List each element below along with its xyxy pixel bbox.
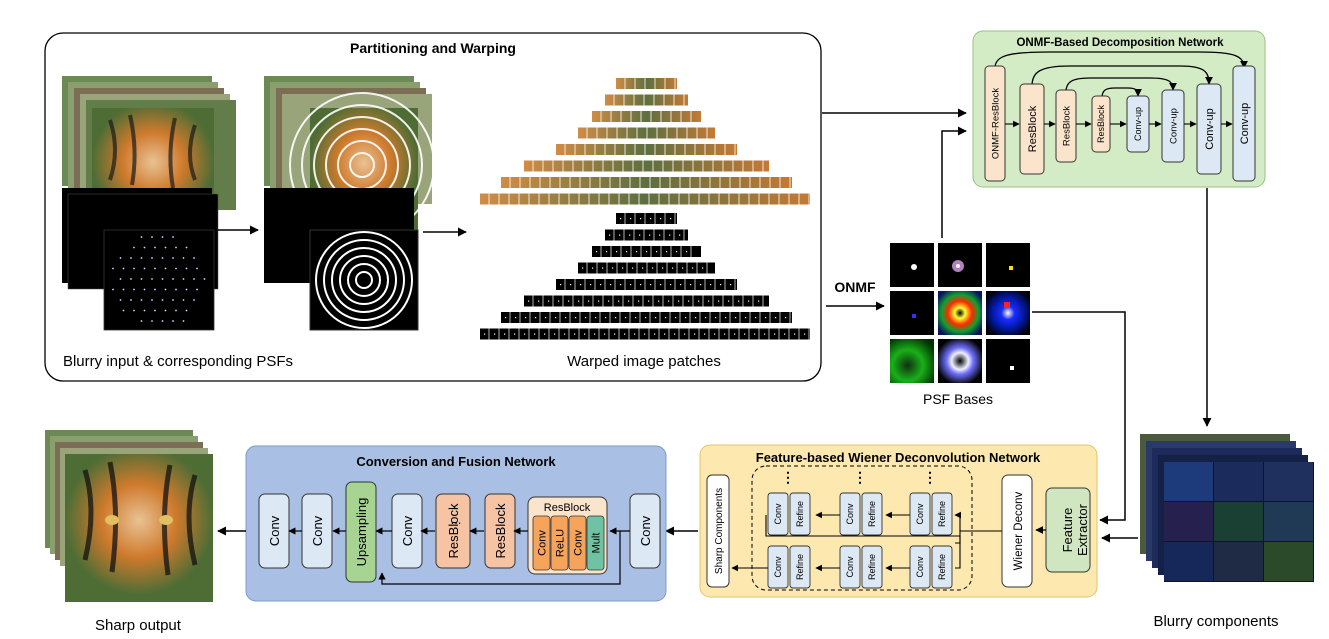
fusion-ellipsis: ... <box>451 512 462 527</box>
psf-bases-grid <box>890 243 1030 383</box>
fusion-block-label-5: ResBlock <box>446 503 461 558</box>
onmf-block-label-8: Conv-up <box>1239 103 1251 145</box>
wiener-refine-label: Refine <box>795 554 805 580</box>
feature-extractor-line2: Extractor <box>1075 503 1090 556</box>
onmf-block-label-6: Conv-up <box>1168 108 1179 144</box>
wiener-deconv-label: Wiener Deconv <box>1013 491 1025 570</box>
wiener-conv-label: Conv <box>845 556 855 578</box>
onmf-network-title: ONMF-Based Decomposition Network <box>1016 37 1224 49</box>
wiener-refine-label: Refine <box>937 554 947 580</box>
sharp-components-label: Sharp Components <box>714 488 725 574</box>
onmf-network-panel <box>972 30 1266 188</box>
onmf-label: ONMF <box>834 279 876 295</box>
wiener-refine-block <box>789 545 811 589</box>
wiener-conv-block <box>909 545 931 589</box>
wiener-conv-block <box>909 492 931 536</box>
resblock-item-label-4: Mult <box>591 533 603 554</box>
resblock-item-label-1: Conv <box>537 530 549 556</box>
warping-stack <box>264 76 435 331</box>
wiener-refine-label: Refine <box>795 501 805 527</box>
wiener-refine-label: Refine <box>867 501 877 527</box>
resblock-item-label-3: Conv <box>573 530 585 556</box>
wiener-refine-block <box>931 545 953 589</box>
wiener-conv-label: Conv <box>773 503 783 525</box>
sharp-components-block <box>706 474 730 588</box>
onmf-block-label-7: Conv-up <box>1204 108 1216 150</box>
feature-extractor-line1: Feature <box>1060 508 1075 553</box>
onmf-block-7 <box>1196 83 1222 175</box>
caption-warped-patches: Warped image patches <box>567 353 721 370</box>
fusion-conv-last-label: Conv <box>638 515 653 546</box>
onmf-block-label-5: Conv-up <box>1133 107 1143 141</box>
fusion-block-label-6: ResBlock <box>493 503 508 558</box>
wiener-conv-block <box>767 545 789 589</box>
onmf-block-2 <box>1019 83 1045 175</box>
wiener-conv-block <box>839 492 861 536</box>
warped-psf-strips <box>480 213 810 340</box>
psf-bases-label: PSF Bases <box>923 391 993 407</box>
resblock-item-4 <box>586 515 605 571</box>
resblock-detail-title: ResBlock <box>544 502 591 514</box>
fusion-block-label-1: Conv <box>267 515 282 546</box>
wiener-dots: ⋮ <box>781 469 795 485</box>
blurry-components-stack <box>1140 434 1314 582</box>
wiener-network-title: Feature-based Wiener Deconvolution Netwo… <box>756 450 1041 465</box>
resblock-item-2 <box>550 515 569 571</box>
onmf-block-3 <box>1055 89 1077 163</box>
resblock-item-3 <box>568 515 587 571</box>
wiener-refine-block <box>861 545 883 589</box>
wiener-refine-label: Refine <box>937 501 947 527</box>
fusion-block-label-4: Conv <box>400 515 415 546</box>
warped-image-strips <box>480 78 810 205</box>
blurry-input-stack <box>62 76 236 331</box>
wiener-dots: ⋮ <box>923 469 937 485</box>
wiener-refine-block <box>931 492 953 536</box>
refinement-dashed-box <box>751 465 973 591</box>
wiener-conv-block <box>839 545 861 589</box>
onmf-block-label-1: ONMF-ResBlock <box>990 88 1001 160</box>
wiener-refine-label: Refine <box>867 554 877 580</box>
wiener-conv-label: Conv <box>915 503 925 525</box>
sharp-output-label: Sharp output <box>95 617 182 634</box>
onmf-block-6 <box>1161 89 1185 163</box>
psf-grid-image <box>103 229 215 331</box>
resblock-item-label-2: ReLU <box>555 529 567 557</box>
wiener-network-panel <box>699 444 1098 598</box>
wiener-dots: ⋮ <box>853 469 867 485</box>
wiener-conv-block <box>767 492 789 536</box>
onmf-block-label-3: ResBlock <box>1061 106 1072 146</box>
fusion-blocks: Conv Conv Upsampling Conv ResBlock ResBlock <box>258 481 516 583</box>
wiener-refine-block <box>789 492 811 536</box>
blurry-components-label: Blurry components <box>1153 613 1278 630</box>
caption-blurry-input: Blurry input & corresponding PSFs <box>63 353 293 370</box>
fusion-block-label-2: Conv <box>310 515 325 546</box>
resblock-item-1 <box>532 515 551 571</box>
wiener-conv-label: Conv <box>773 556 783 578</box>
wiener-conv-label: Conv <box>915 556 925 578</box>
wiener-conv-label: Conv <box>845 503 855 525</box>
wiener-refine-block <box>861 492 883 536</box>
fusion-network-title: Conversion and Fusion Network <box>356 454 556 469</box>
partitioning-title: Partitioning and Warping <box>350 40 516 56</box>
onmf-block-8 <box>1232 65 1256 182</box>
onmf-blocks: ONMF-ResBlock ResBlock ResBlock ResBlock Con… <box>984 65 1256 182</box>
onmf-block-label-4: ResBlock <box>1096 104 1106 143</box>
sharp-output-stack <box>45 430 213 602</box>
onmf-block-label-2: ResBlock <box>1027 105 1039 152</box>
fusion-block-label-3: Upsampling <box>354 498 369 567</box>
